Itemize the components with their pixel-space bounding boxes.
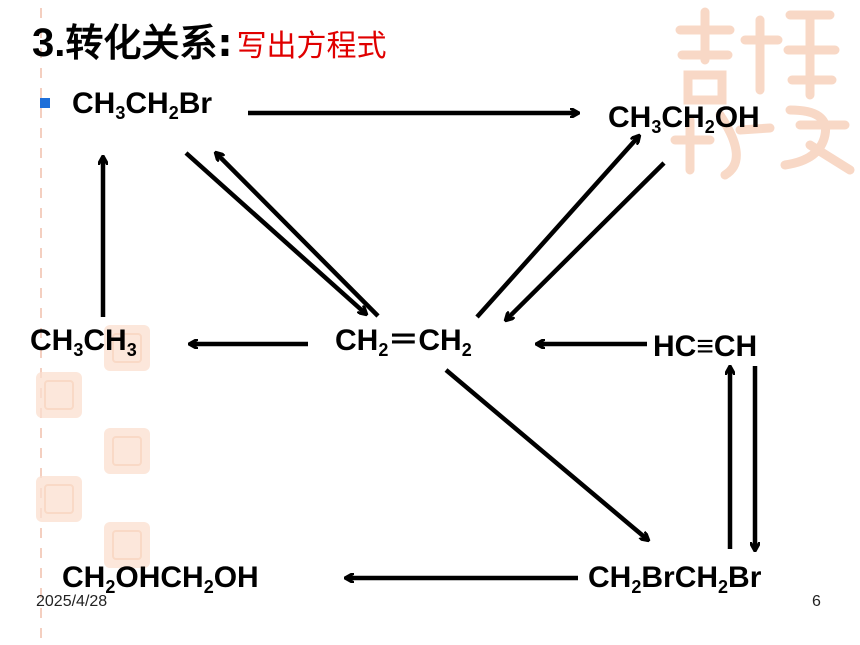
decorative-seal: [104, 325, 150, 371]
decorative-dash: [40, 268, 42, 278]
title-subtitle: 写出方程式: [236, 29, 387, 64]
decorative-dash: [40, 568, 42, 578]
decorative-dash: [40, 188, 42, 198]
footer-page-number: 6: [812, 593, 821, 610]
compound-ethene: CH2＝CH2: [335, 324, 472, 360]
arrow-bromoethane-to-ethene: [184, 151, 366, 314]
compound-ethane: CH3CH3: [30, 324, 137, 360]
decorative-dash: [40, 468, 42, 478]
decorative-dash: [40, 228, 42, 238]
decorative-dash: [40, 448, 42, 458]
decorative-dash: [40, 248, 42, 258]
decorative-dash: [40, 68, 42, 78]
slide-title: 3. 转化关系: 写出方程式: [32, 12, 387, 67]
decorative-dash: [40, 148, 42, 158]
decorative-dash: [40, 288, 42, 298]
decorative-seal: [36, 476, 82, 522]
decorative-dash: [40, 168, 42, 178]
decorative-seal: [104, 522, 150, 568]
decorative-dash: [40, 348, 42, 358]
bullet-square-icon: [40, 98, 50, 108]
decorative-dash: [40, 128, 42, 138]
arrow-ethanol-to-ethene: [506, 161, 666, 320]
decorative-dash: [40, 608, 42, 618]
compound-dibromoethane: CH2BrCH2Br: [588, 561, 762, 597]
footer-date: 2025/4/28: [36, 593, 108, 610]
decorative-dash: [40, 8, 42, 18]
decorative-calligraphy-seal: [670, 7, 855, 180]
compound-ethanol: CH3CH2OH: [608, 101, 760, 137]
title-main: 转化关系:: [65, 21, 233, 65]
decorative-seal: [104, 428, 150, 474]
compound-bromoethane: CH3CH2Br: [72, 87, 213, 123]
decorative-dash: [40, 328, 42, 338]
compound-acetylene: HC≡CH: [653, 330, 758, 363]
decorative-dash: [40, 48, 42, 58]
decorative-dash: [40, 28, 42, 38]
decorative-seal: [36, 372, 82, 418]
decorative-dash: [40, 308, 42, 318]
arrow-ethene-to-ethanol: [475, 136, 639, 319]
decorative-dash: [40, 628, 42, 638]
decorative-dash: [40, 108, 42, 118]
decorative-dash: [40, 208, 42, 218]
decorative-dash: [40, 428, 42, 438]
decorative-dash: [40, 88, 42, 98]
decorative-dash: [40, 548, 42, 558]
decorative-dash: [40, 528, 42, 538]
compound-ethylene-glycol: CH2OHCH2OH: [62, 561, 259, 597]
title-number: 3.: [32, 21, 66, 65]
arrow-ethene-to-bromoethane: [216, 153, 380, 318]
decorative-dash: [40, 588, 42, 598]
arrow-ethene-to-dibromoethane: [444, 368, 648, 540]
